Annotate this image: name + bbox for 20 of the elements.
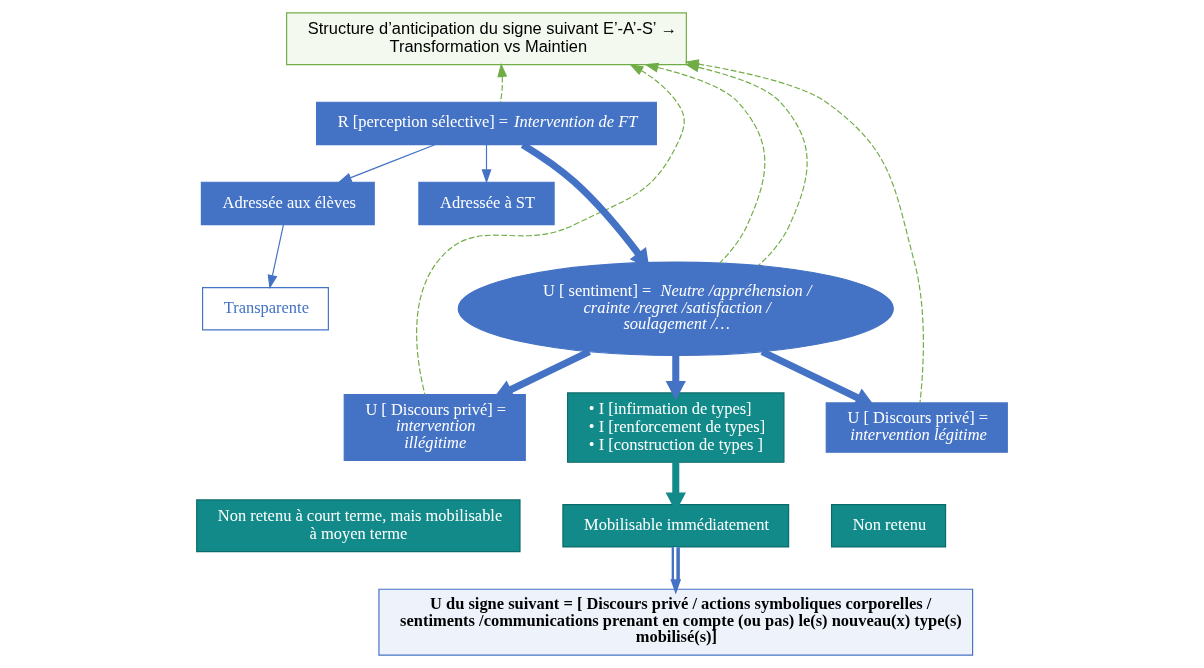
node-box: Structure d’anticipation du signe suivant E’-A’-S’ → Transformation vs Maintien xyxy=(286,12,687,66)
node-box: Adressée aux élèves xyxy=(200,181,375,226)
arrow xyxy=(337,144,436,183)
node-box: Non retenu à court terme, mais mobilisable à moyen terme xyxy=(196,499,521,553)
node-box: Transparente xyxy=(202,286,329,331)
node-box: Adressée à ST xyxy=(418,181,555,226)
node-box: Mobilisable immédiatement xyxy=(562,504,790,548)
arrow xyxy=(267,224,284,289)
arrow xyxy=(497,62,508,103)
node-box: • I [infirmation de types] • I [renforcement de types] • I [construction de types ] xyxy=(567,392,785,463)
arrow xyxy=(670,547,682,595)
node-box: U [ Discours privé] = intervention légitime xyxy=(825,402,1008,453)
node-ellipse: U [ sentiment] = Neutre /appréhension / crainte /regret /satisfaction / soulagement /… xyxy=(457,261,894,356)
arrow xyxy=(665,355,686,401)
node-box: U [ Discours privé] = intervention illégitime xyxy=(343,394,526,462)
node-box: U du signe suivant = [ Discours privé / actions symboliques corporelles / sentiments /communications prenant en compte (ou pas) le(s) nouveau(x) type(s) mobilisé(s)] xyxy=(378,588,974,656)
arrow xyxy=(416,63,685,396)
node-box: Non retenu xyxy=(830,504,947,548)
arrow xyxy=(481,144,492,184)
node-box: R [perception sélective] = Intervention de FT xyxy=(316,101,657,146)
